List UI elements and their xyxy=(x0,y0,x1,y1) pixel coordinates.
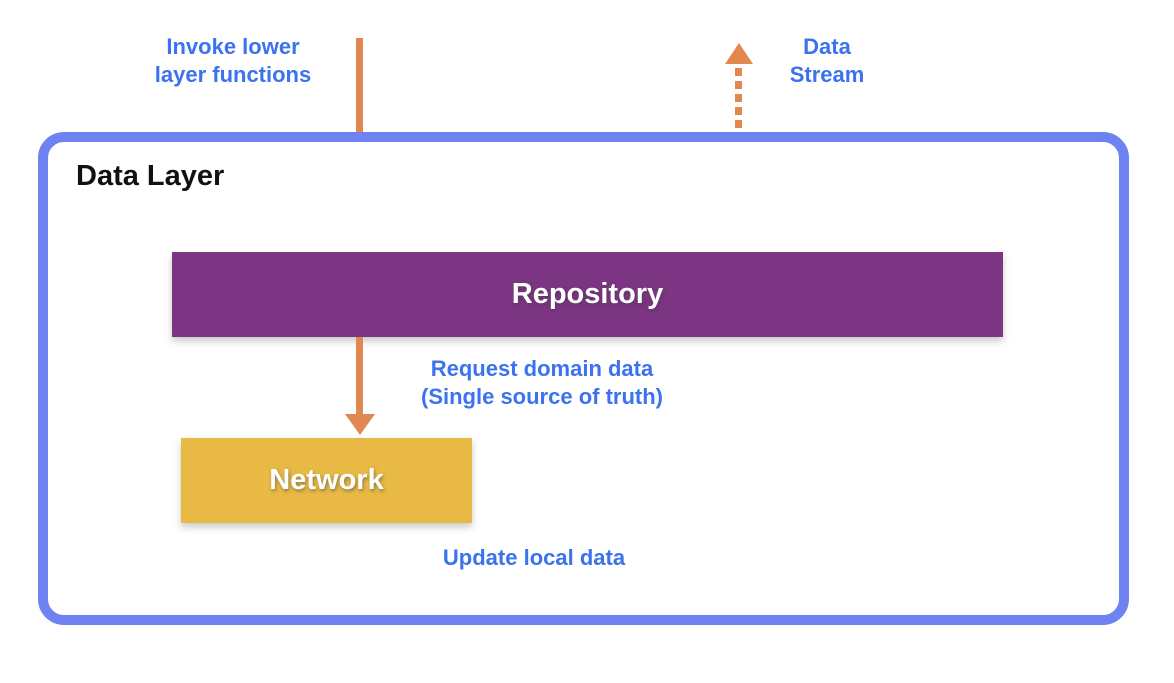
data-stream-arrow-head-icon xyxy=(725,43,753,64)
data-stream-label-line2: Stream xyxy=(789,62,865,87)
request-arrow-shaft xyxy=(356,337,363,414)
request-domain-data-label: Request domain data (Single source of tr… xyxy=(372,355,712,411)
invoke-label-line1: Invoke lower xyxy=(166,34,300,59)
data-stream-label: Data Stream xyxy=(767,33,887,89)
repository-box-label: Repository xyxy=(511,278,664,310)
request-label-line1: Request domain data xyxy=(430,356,654,381)
update-local-data-label: Update local data xyxy=(394,544,674,572)
request-arrow-head-icon xyxy=(345,414,375,435)
repository-box: Repository xyxy=(172,252,1003,337)
invoke-lower-layer-functions-label: Invoke lower layer functions xyxy=(113,33,353,89)
data-stream-label-line1: Data xyxy=(803,34,851,59)
data-layer-title: Data Layer xyxy=(76,160,225,192)
request-label-line2: (Single source of truth) xyxy=(421,384,663,409)
data-layer-container xyxy=(38,132,1129,625)
update-label-text: Update local data xyxy=(442,545,626,570)
network-box: Network xyxy=(181,438,472,523)
network-box-label: Network xyxy=(269,464,384,496)
invoke-label-line2: layer functions xyxy=(154,62,312,87)
